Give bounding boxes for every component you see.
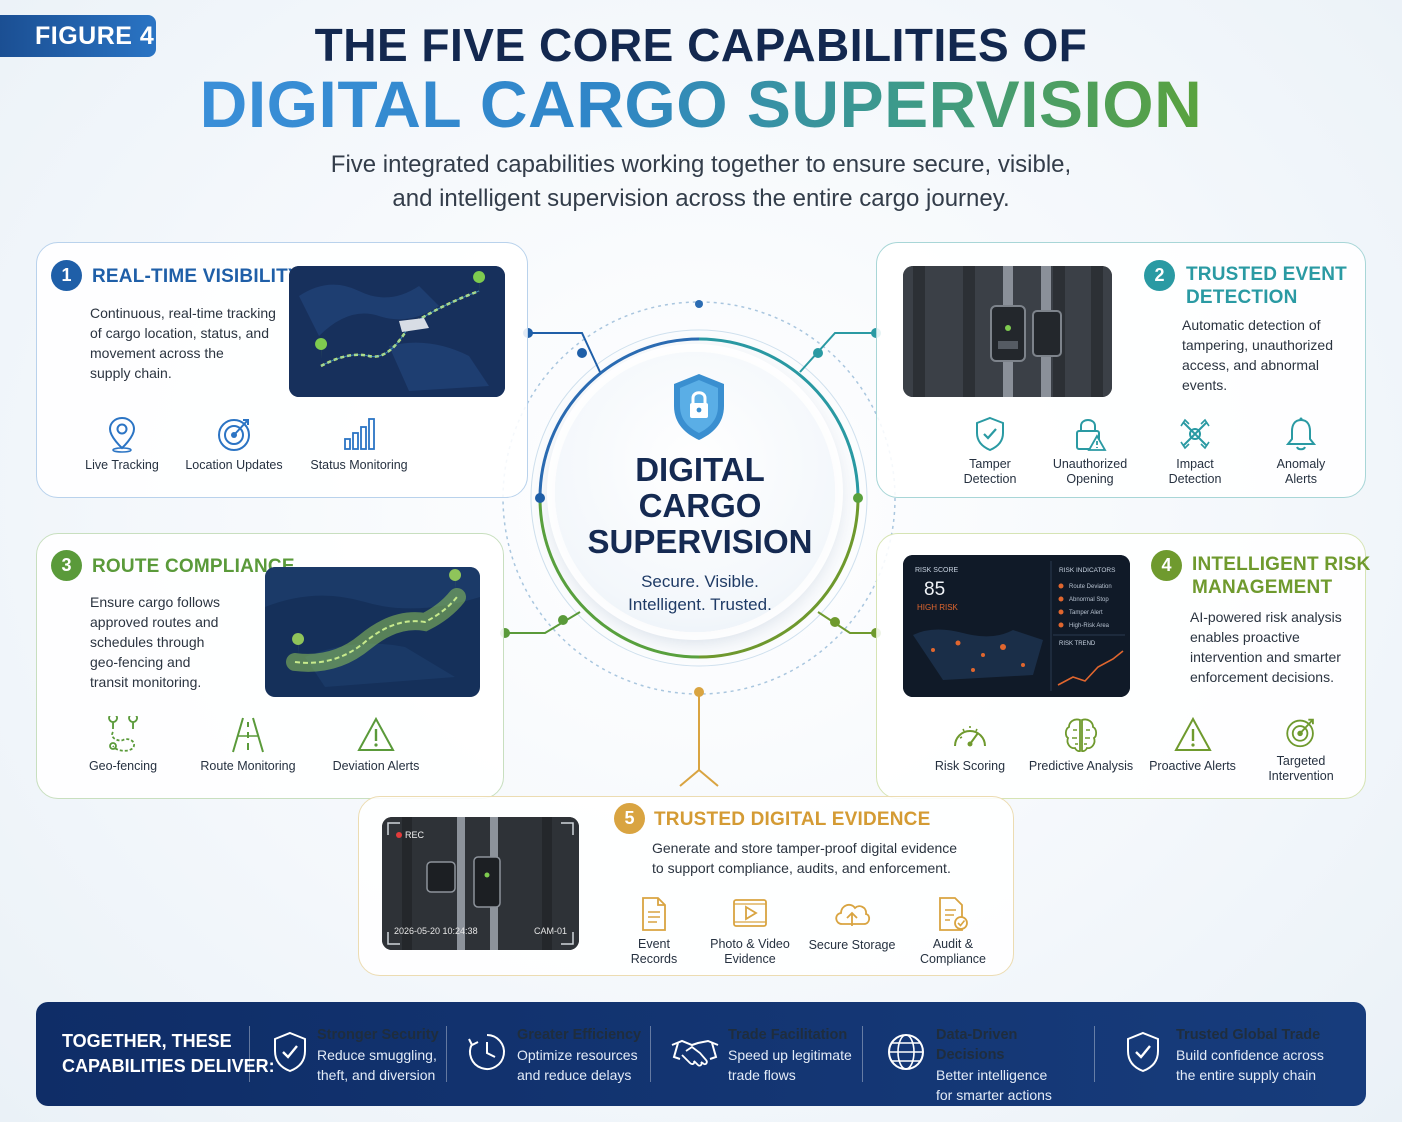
cloud-upload-icon (835, 903, 871, 926)
risk-indicators-list: Route Deviation Abnormal Stop Tamper Ale… (1069, 584, 1112, 629)
risk-trend-label: RISK TREND (1059, 641, 1096, 647)
banner-divider (862, 1026, 863, 1082)
feature-live-tracking: Live Tracking (77, 415, 167, 473)
warning-triangle-icon (357, 716, 395, 751)
arc-green (698, 497, 860, 659)
card-1-number: 1 (51, 260, 82, 291)
shield-check-icon (1127, 1031, 1159, 1073)
benefit-trade-facilitation: Trade Facilitation Speed up legitimate t… (728, 1027, 852, 1083)
figure-label: FIGURE 4 (0, 15, 156, 57)
geofence-icon (108, 716, 138, 752)
feature-status-monitoring: Status Monitoring (305, 415, 413, 473)
gauge-icon (954, 726, 986, 747)
rec-indicator: REC (405, 830, 425, 840)
route-map-image (265, 567, 480, 697)
card-5-title: TRUSTED DIGITAL EVIDENCE (654, 809, 931, 830)
bar-chart-icon (344, 418, 375, 450)
camera-timestamp: 2026-05-20 10:24:38 (394, 926, 478, 936)
feature-secure-storage: Secure Storage (806, 896, 898, 953)
inner-ring (530, 329, 868, 667)
handshake-icon (671, 1039, 719, 1067)
banner-divider (650, 1026, 651, 1082)
brain-icon (1064, 718, 1098, 753)
shield-lock-icon (674, 374, 724, 440)
center-title: DIGITAL CARGO SUPERVISION (587, 451, 813, 560)
outer-ring (502, 301, 896, 695)
card-3-number: 3 (51, 550, 82, 581)
risk-level: HIGH RISK (917, 603, 958, 612)
title-line-1: THE FIVE CORE CAPABILITIES OF (314, 19, 1088, 71)
audit-icon (939, 897, 968, 931)
feature-event-records: Event Records (619, 896, 689, 967)
subtitle: Five integrated capabilities working tog… (330, 151, 1072, 212)
banner-divider (446, 1026, 447, 1082)
feature-targeted-intervention: Targeted Intervention (1256, 716, 1346, 784)
feature-location-updates: Location Updates (184, 415, 284, 473)
target-icon (218, 419, 250, 451)
feature-geo-fencing: Geo-fencing (78, 716, 168, 774)
feature-route-monitoring: Route Monitoring (195, 716, 301, 774)
container-lock-image (903, 266, 1112, 397)
arc-green-2 (538, 497, 700, 659)
benefit-stronger-security: Stronger Security Reduce smuggling, thef… (317, 1027, 439, 1083)
bell-icon (1285, 417, 1317, 451)
shield-check-icon (976, 416, 1004, 452)
video-icon (733, 899, 767, 927)
risk-indicators-label: RISK INDICATORS (1059, 567, 1116, 574)
lock-warning-icon (1076, 419, 1107, 451)
banner-divider (249, 1026, 250, 1082)
tracking-map-image (289, 266, 505, 397)
card-4-title: INTELLIGENT RISK MANAGEMENT (1192, 554, 1371, 598)
map-pin-icon (108, 416, 136, 453)
arc-blue (538, 337, 700, 499)
card-4-description: AI-powered risk analysis enables proacti… (1190, 609, 1342, 685)
feature-risk-scoring: Risk Scoring (925, 716, 1015, 774)
card-1-title: REAL-TIME VISIBILITY (92, 266, 301, 287)
feature-audit-compliance: Audit & Compliance (912, 896, 994, 967)
risk-score-label: RISK SCORE (915, 567, 959, 574)
card-2-description: Automatic detection of tampering, unauth… (1182, 317, 1333, 393)
card-2-number: 2 (1144, 260, 1175, 291)
banner-lead: TOGETHER, THESE CAPABILITIES DELIVER: (62, 1031, 275, 1076)
card-1-description: Continuous, real-time tracking of cargo … (90, 305, 276, 381)
feature-unauthorized-opening: Unauthorized Opening (1045, 416, 1135, 487)
feature-photo-video-evidence: Photo & Video Evidence (705, 896, 795, 967)
feature-proactive-alerts: Proactive Alerts (1145, 716, 1240, 774)
globe-icon (888, 1034, 924, 1070)
shield-check-icon (274, 1031, 306, 1073)
card-4-number: 4 (1151, 550, 1182, 581)
feature-tamper-detection: Tamper Detection (945, 416, 1035, 487)
target-icon (1286, 718, 1314, 748)
center-tagline: Secure. Visible. Intelligent. Trusted. (628, 572, 772, 614)
road-icon (232, 717, 264, 753)
feature-anomaly-alerts: Anomaly Alerts (1256, 416, 1346, 487)
arc-teal (698, 337, 860, 499)
impact-icon (1180, 418, 1210, 450)
feature-impact-detection: Impact Detection (1150, 416, 1240, 487)
feature-deviation-alerts: Deviation Alerts (326, 716, 426, 774)
risk-score-value: 85 (924, 579, 946, 600)
feature-predictive-analysis: Predictive Analysis (1025, 716, 1137, 774)
camera-id: CAM-01 (534, 926, 568, 936)
benefit-greater-efficiency: Greater Efficiency Optimize resources an… (517, 1027, 642, 1083)
document-icon (642, 897, 666, 931)
card-3-title: ROUTE COMPLIANCE (92, 556, 295, 577)
benefit-data-driven-decisions: Data-Driven Decisions Better intelligenc… (936, 1027, 1052, 1103)
risk-dashboard-image: RISK SCORE 85 HIGH RISK RISK INDICATORS … (903, 555, 1130, 697)
benefit-trusted-global-trade: Trusted Global Trade Build confidence ac… (1176, 1027, 1324, 1083)
card-2-title: TRUSTED EVENT DETECTION (1186, 264, 1347, 308)
warning-triangle-icon (1173, 716, 1212, 751)
card-5-description: Generate and store tamper-proof digital … (652, 840, 958, 876)
card-5-number: 5 (614, 803, 645, 834)
banner-divider (1094, 1026, 1095, 1082)
card-3-description: Ensure cargo follows approved routes and… (90, 594, 220, 690)
camera-evidence-image: REC 2026-05-20 10:24:38 CAM-01 (382, 817, 579, 950)
title-line-2: DIGITAL CARGO SUPERVISION (199, 67, 1203, 141)
clock-icon (468, 1034, 505, 1070)
